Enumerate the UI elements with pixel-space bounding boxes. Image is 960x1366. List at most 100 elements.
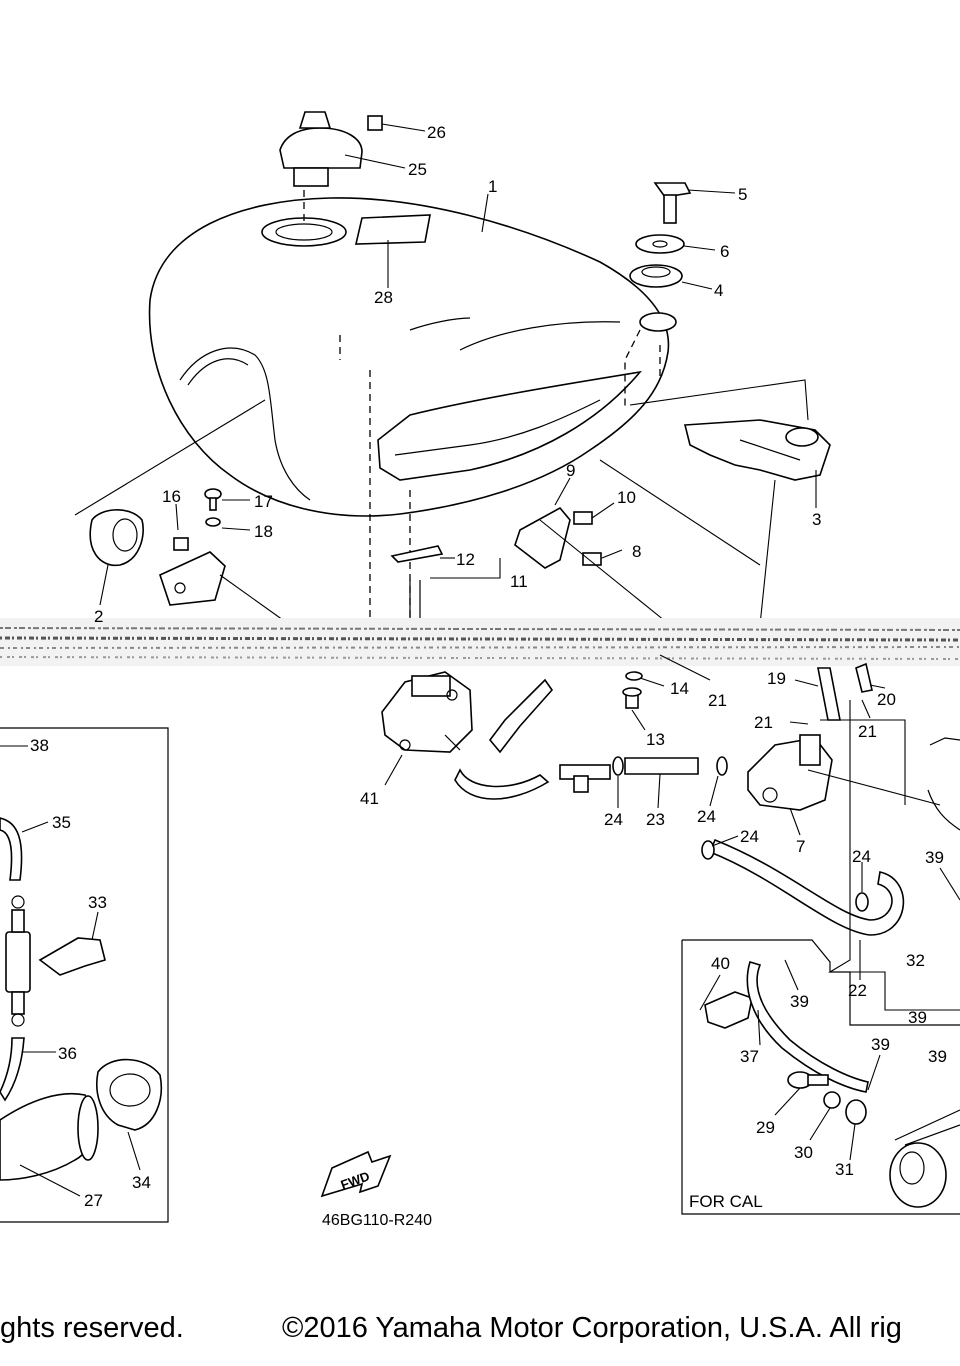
callout-24b: 24	[697, 807, 716, 826]
footer-left-text: ghts reserved.	[0, 1312, 184, 1344]
cal-inset-box	[681, 939, 960, 1215]
tank-damper[interactable]	[629, 264, 683, 288]
callout-16: 16	[162, 487, 181, 506]
hose-36[interactable]	[0, 1037, 25, 1102]
callout-40: 40	[711, 954, 730, 973]
callout-1: 1	[488, 177, 497, 196]
callout-34: 34	[132, 1173, 151, 1192]
t-joint[interactable]	[559, 764, 611, 793]
clamp-24a[interactable]	[612, 756, 624, 776]
callout-39b: 39	[790, 992, 809, 1011]
callout-29: 29	[756, 1118, 775, 1137]
plate-washer[interactable]	[205, 517, 221, 527]
callout-12: 12	[456, 550, 475, 569]
left-inset-box	[0, 727, 169, 1223]
plate-screw[interactable]	[204, 488, 222, 511]
callout-33: 33	[88, 893, 107, 912]
bolt-29[interactable]	[787, 1071, 829, 1089]
callout-3: 3	[812, 510, 821, 529]
callout-21b: 21	[754, 713, 773, 732]
tank-bracket[interactable]	[683, 419, 831, 481]
inset-label: FOR CAL	[689, 1192, 763, 1211]
callout-14: 14	[670, 679, 689, 698]
plate-bolt[interactable]	[173, 537, 189, 551]
callout-5: 5	[738, 185, 747, 204]
canister-holder[interactable]	[96, 1058, 162, 1131]
tank-washer[interactable]	[635, 234, 685, 254]
callout-4: 4	[714, 281, 723, 300]
callout-24c: 24	[740, 827, 759, 846]
callout-21c: 21	[858, 722, 877, 741]
callout-9: 9	[566, 461, 575, 480]
footer-right-text: ©2016 Yamaha Motor Corporation, U.S.A. A…	[282, 1312, 902, 1344]
scan-noise-band	[0, 618, 960, 666]
hose-20[interactable]	[855, 662, 873, 693]
fwd-arrow	[320, 1150, 392, 1198]
clamp-24c[interactable]	[701, 840, 715, 860]
callout-24a: 24	[604, 810, 623, 829]
collar-30[interactable]	[823, 1091, 841, 1109]
callout-28: 28	[374, 288, 393, 307]
callout-20: 20	[877, 690, 896, 709]
fuel-pump[interactable]	[381, 671, 473, 753]
callout-22: 22	[848, 981, 867, 1000]
callout-36: 36	[58, 1044, 77, 1063]
clamp-24b[interactable]	[716, 756, 728, 776]
hose-22[interactable]	[708, 838, 905, 936]
callout-8: 8	[632, 542, 641, 561]
fuel-filter[interactable]	[5, 895, 31, 1027]
cock-bolt[interactable]	[622, 687, 642, 709]
tank-bolt[interactable]	[653, 182, 692, 224]
callout-2: 2	[94, 607, 103, 626]
cock-washer[interactable]	[625, 671, 643, 681]
leader-lines	[0, 123, 960, 1197]
callout-30: 30	[794, 1143, 813, 1162]
pump-hose[interactable]	[454, 678, 554, 800]
callout-41: 41	[360, 789, 379, 808]
grommet-31[interactable]	[845, 1099, 867, 1125]
diagram-code: 46BG110-R240	[322, 1212, 432, 1229]
callout-39a: 39	[925, 848, 944, 867]
callout-21a: 21	[708, 691, 727, 710]
canister[interactable]	[0, 1092, 99, 1181]
callout-11: 11	[510, 572, 528, 591]
callout-31: 31	[835, 1160, 854, 1179]
callout-35: 35	[52, 813, 71, 832]
cap-screw[interactable]	[367, 115, 383, 131]
tank-plate[interactable]	[159, 551, 226, 606]
hose-19[interactable]	[817, 667, 841, 721]
cal-canister[interactable]	[889, 1109, 960, 1208]
hose-23[interactable]	[624, 757, 699, 775]
callout-27: 27	[84, 1191, 103, 1210]
callout-38: 38	[30, 736, 49, 755]
copyright-footer: ghts reserved. ©2016 Yamaha Motor Corpor…	[0, 1306, 960, 1356]
callout-24d: 24	[852, 847, 871, 866]
fuel-tank[interactable]	[148, 197, 677, 517]
callout-37: 37	[740, 1047, 759, 1066]
callout-39e: 39	[928, 1047, 947, 1066]
clamp-24d[interactable]	[855, 892, 869, 912]
fuel-cap[interactable]	[279, 111, 363, 187]
hose-35[interactable]	[0, 817, 23, 881]
cock-bracket[interactable]	[514, 506, 571, 569]
bracket-bolt-8[interactable]	[582, 552, 602, 566]
callout-39d: 39	[871, 1035, 890, 1054]
callout-6: 6	[720, 242, 729, 261]
fuel-cock[interactable]	[747, 734, 833, 811]
callout-18: 18	[254, 522, 273, 541]
bracket-bolt-10[interactable]	[573, 511, 593, 525]
callout-23: 23	[646, 810, 665, 829]
rear-damper[interactable]	[89, 509, 144, 567]
callout-32: 32	[906, 951, 925, 970]
callout-17: 17	[254, 492, 273, 511]
callout-7: 7	[796, 837, 805, 856]
callout-39c: 39	[908, 1008, 927, 1027]
filter-holder[interactable]	[38, 937, 106, 976]
clip[interactable]	[390, 545, 444, 563]
hose-37[interactable]	[746, 961, 869, 1093]
callout-10: 10	[617, 488, 636, 507]
callout-labels: 1 2 3 4 5 6 7 8 9 10 11 12 13 14 16 17 1…	[30, 123, 947, 1210]
holder-40[interactable]	[704, 991, 753, 1029]
